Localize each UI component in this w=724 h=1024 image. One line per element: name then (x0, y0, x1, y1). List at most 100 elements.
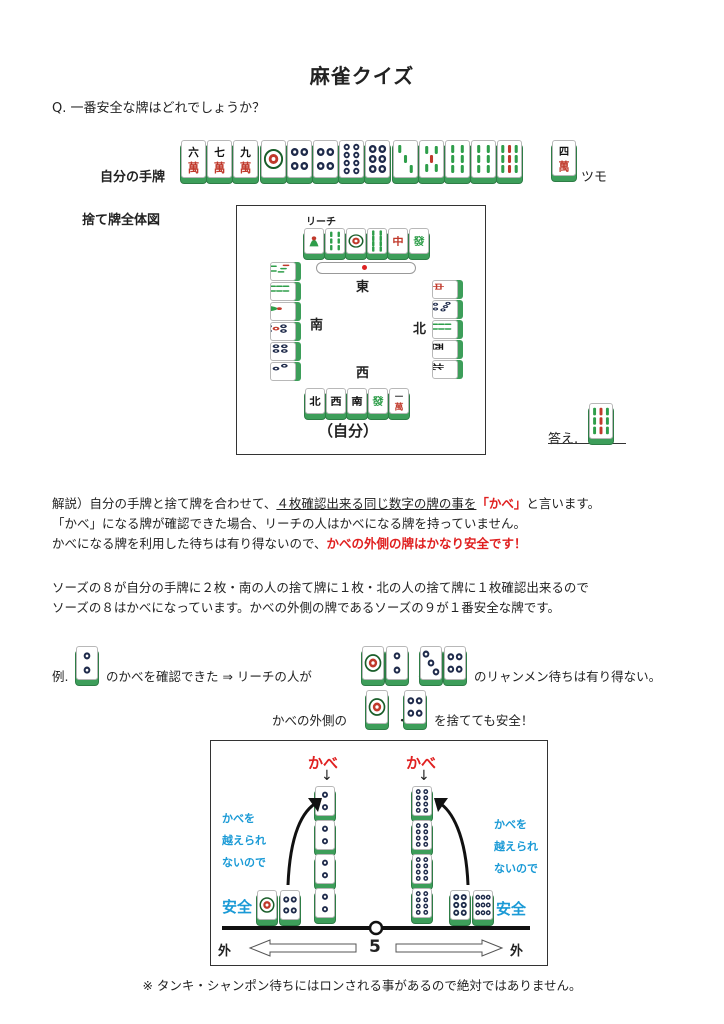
riichi-dot (362, 265, 367, 270)
east-discards: 中發 (304, 228, 434, 258)
mahjong-tile (393, 140, 418, 178)
kabe-right-text: かべ (406, 754, 437, 772)
hand-label: 自分の手牌 (100, 170, 166, 185)
mahjong-tile (450, 890, 470, 920)
svg-text:北: 北 (433, 363, 445, 371)
kabe-diagram (210, 740, 548, 966)
mahjong-tile (432, 320, 458, 339)
svg-text:發: 發 (371, 396, 384, 408)
mahjong-tile (412, 786, 432, 816)
mahjong-tile: 發 (368, 388, 388, 414)
mahjong-tile (444, 646, 466, 680)
right-safe-tiles (450, 886, 500, 926)
discards-label: 捨て牌全体図 (82, 213, 161, 228)
left-wall-tiles (315, 786, 339, 926)
arrowhead-left-icon (308, 798, 322, 812)
svg-text:萬: 萬 (240, 161, 252, 175)
safety-highlight: かべの外側の牌はかなり安全です！ (326, 536, 527, 551)
mahjong-tile (315, 820, 335, 850)
mahjong-tile (473, 890, 493, 920)
mahjong-tile (287, 140, 312, 178)
kabe-term: 「かべ」 (476, 496, 527, 511)
mahjong-tile (589, 403, 613, 439)
discard-board (236, 205, 486, 455)
mahjong-tile: 七萬 (207, 140, 232, 178)
south-discards (270, 262, 302, 386)
explanation-line-1: 解説）自分の手牌と捨て牌を合わせて、４枚確認出来る同じ数字の牌の事を「かべ」と言… (52, 494, 600, 513)
svg-text:中: 中 (392, 236, 403, 248)
svg-text:西: 西 (330, 396, 342, 408)
right-note: かべを 越えられ ないので (494, 814, 538, 880)
mahjong-tile: 四萬 (552, 140, 576, 176)
mahjong-tile (432, 300, 458, 319)
svg-text:北: 北 (309, 396, 321, 408)
mahjong-tile (362, 646, 384, 680)
mahjong-tile (325, 228, 345, 254)
mahjong-tile (270, 322, 296, 341)
explanation-text: 解説）自分の手牌と捨て牌を合わせて、 (52, 496, 277, 511)
down-arrow-right-icon: ↓ (418, 768, 430, 784)
mahjong-tile (412, 854, 432, 884)
self-discards: 北西南發一萬 (305, 388, 415, 418)
mahjong-tile: 西 (326, 388, 346, 414)
mahjong-tile (257, 890, 277, 920)
mahjong-tile (270, 342, 296, 361)
curved-arrow-left-icon (286, 800, 319, 886)
mahjong-tile (270, 362, 296, 381)
mahjong-tile (304, 228, 324, 254)
mahjong-tile: 發 (409, 228, 429, 254)
explanation-line-5: ソーズの８はかべになっています。かべの外側の牌であるソーズの９が１番安全な牌です… (52, 600, 561, 615)
left-note-line: ないので (222, 856, 266, 869)
mahjong-tile: 北 (305, 388, 325, 414)
mahjong-tile (419, 140, 444, 178)
svg-text:西: 西 (433, 343, 444, 350)
mahjong-tile: 中 (432, 280, 458, 299)
explanation-text: と言います。 (526, 496, 601, 511)
svg-text:萬: 萬 (558, 159, 569, 173)
mahjong-tile (270, 302, 296, 321)
axis-center-marker (368, 920, 384, 936)
example-tiles-34p (420, 646, 472, 690)
mahjong-tile: 九萬 (233, 140, 258, 178)
kabe-label-left: かべ (308, 752, 338, 773)
page-title: 麻雀クイズ (309, 64, 415, 88)
answer-underline (548, 443, 626, 444)
arrowhead-right-icon (434, 798, 448, 812)
mahjong-tile (404, 690, 426, 724)
example-text-2: のリャンメン待ちは有り得ない。 (474, 669, 662, 684)
mahjong-tile (270, 262, 296, 281)
svg-text:一: 一 (395, 392, 403, 400)
answer-label: 答え. (548, 432, 579, 447)
riichi-label: リーチ (306, 217, 336, 228)
left-note: かべを 越えられ ないので (222, 808, 266, 874)
mahjong-tile: 西 (432, 340, 458, 359)
right-note-line: ないので (494, 862, 538, 875)
self-label: （自分） (318, 422, 379, 440)
explanation-text: かべになる牌を利用した待ちは有り得ないので、 (52, 536, 327, 551)
kabe-left-text: かべ (308, 754, 339, 772)
svg-text:南: 南 (351, 396, 363, 408)
mahjong-tile (386, 646, 408, 680)
outward-arrow-right-icon (395, 939, 504, 957)
mahjong-tile (366, 690, 388, 724)
safe-left-label: 安全 (222, 898, 253, 916)
right-note-line: 越えられ (494, 840, 538, 853)
svg-text:中: 中 (433, 283, 445, 290)
example-text-4: を捨てても安全！ (434, 713, 534, 728)
mahjong-tile: 一萬 (389, 388, 409, 414)
svg-text:六: 六 (188, 146, 199, 159)
mahjong-tile (412, 820, 432, 850)
outward-arrow-left-icon (248, 939, 357, 957)
hand-tiles: 六萬七萬九萬 (181, 140, 522, 186)
mahjong-tile (315, 888, 335, 918)
mahjong-tile (471, 140, 496, 178)
mahjong-tile (365, 140, 390, 178)
wind-east: 東 (356, 280, 370, 295)
mahjong-tile (339, 140, 364, 178)
example-text-1: のかべを確認できた ⇒ リーチの人が (106, 669, 312, 684)
kabe-label-right: かべ (406, 752, 436, 773)
example-prefix: 例. (52, 669, 69, 684)
svg-text:四: 四 (559, 146, 569, 158)
right-note-line: かべを (494, 818, 527, 831)
mahjong-tile (420, 646, 442, 680)
